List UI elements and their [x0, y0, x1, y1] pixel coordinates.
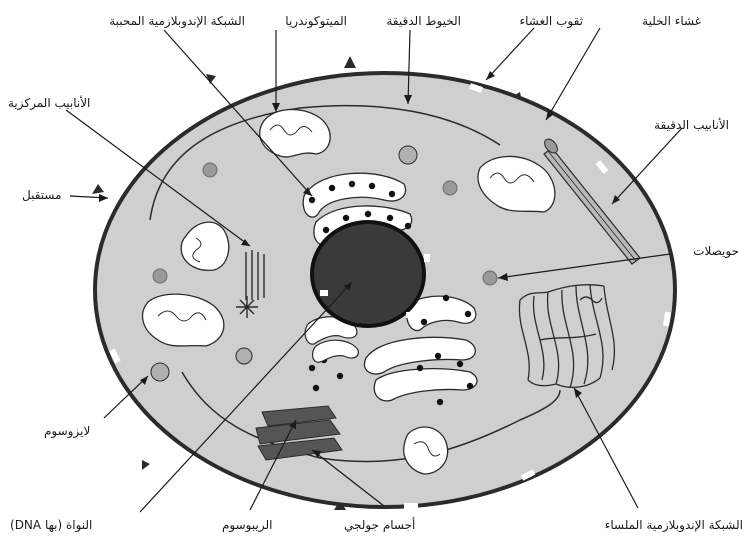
label-vesicles: حويصلات: [693, 244, 739, 258]
label-golgi: أجسام جولجي: [344, 518, 415, 532]
label-ribosome: الريبوسوم: [222, 518, 272, 532]
nucleus: [312, 222, 424, 326]
label-smooth-er: الشبكة الإندوبلازمية الملساء: [605, 518, 743, 532]
label-centrioles: الأنابيب المركزية: [8, 96, 90, 110]
golgi-body: [256, 406, 342, 460]
label-nucleus: النواة (بها DNA): [10, 518, 92, 532]
label-rough-er: الشبكة الإندوبلازمية المحببة: [109, 14, 245, 28]
label-microfilaments: الخيوط الدقيقة: [386, 14, 461, 28]
label-receptor: مستقبل: [22, 188, 62, 202]
label-membrane-pores: ثقوب الغشاء: [519, 14, 583, 28]
label-lysosome: لايزوسوم: [44, 424, 90, 438]
label-microtubules: الأنابيب الدقيقة: [654, 118, 729, 132]
label-cell-membrane: غشاء الخلية: [642, 14, 701, 28]
label-mitochondria: الميتوكوندريا: [285, 14, 347, 28]
